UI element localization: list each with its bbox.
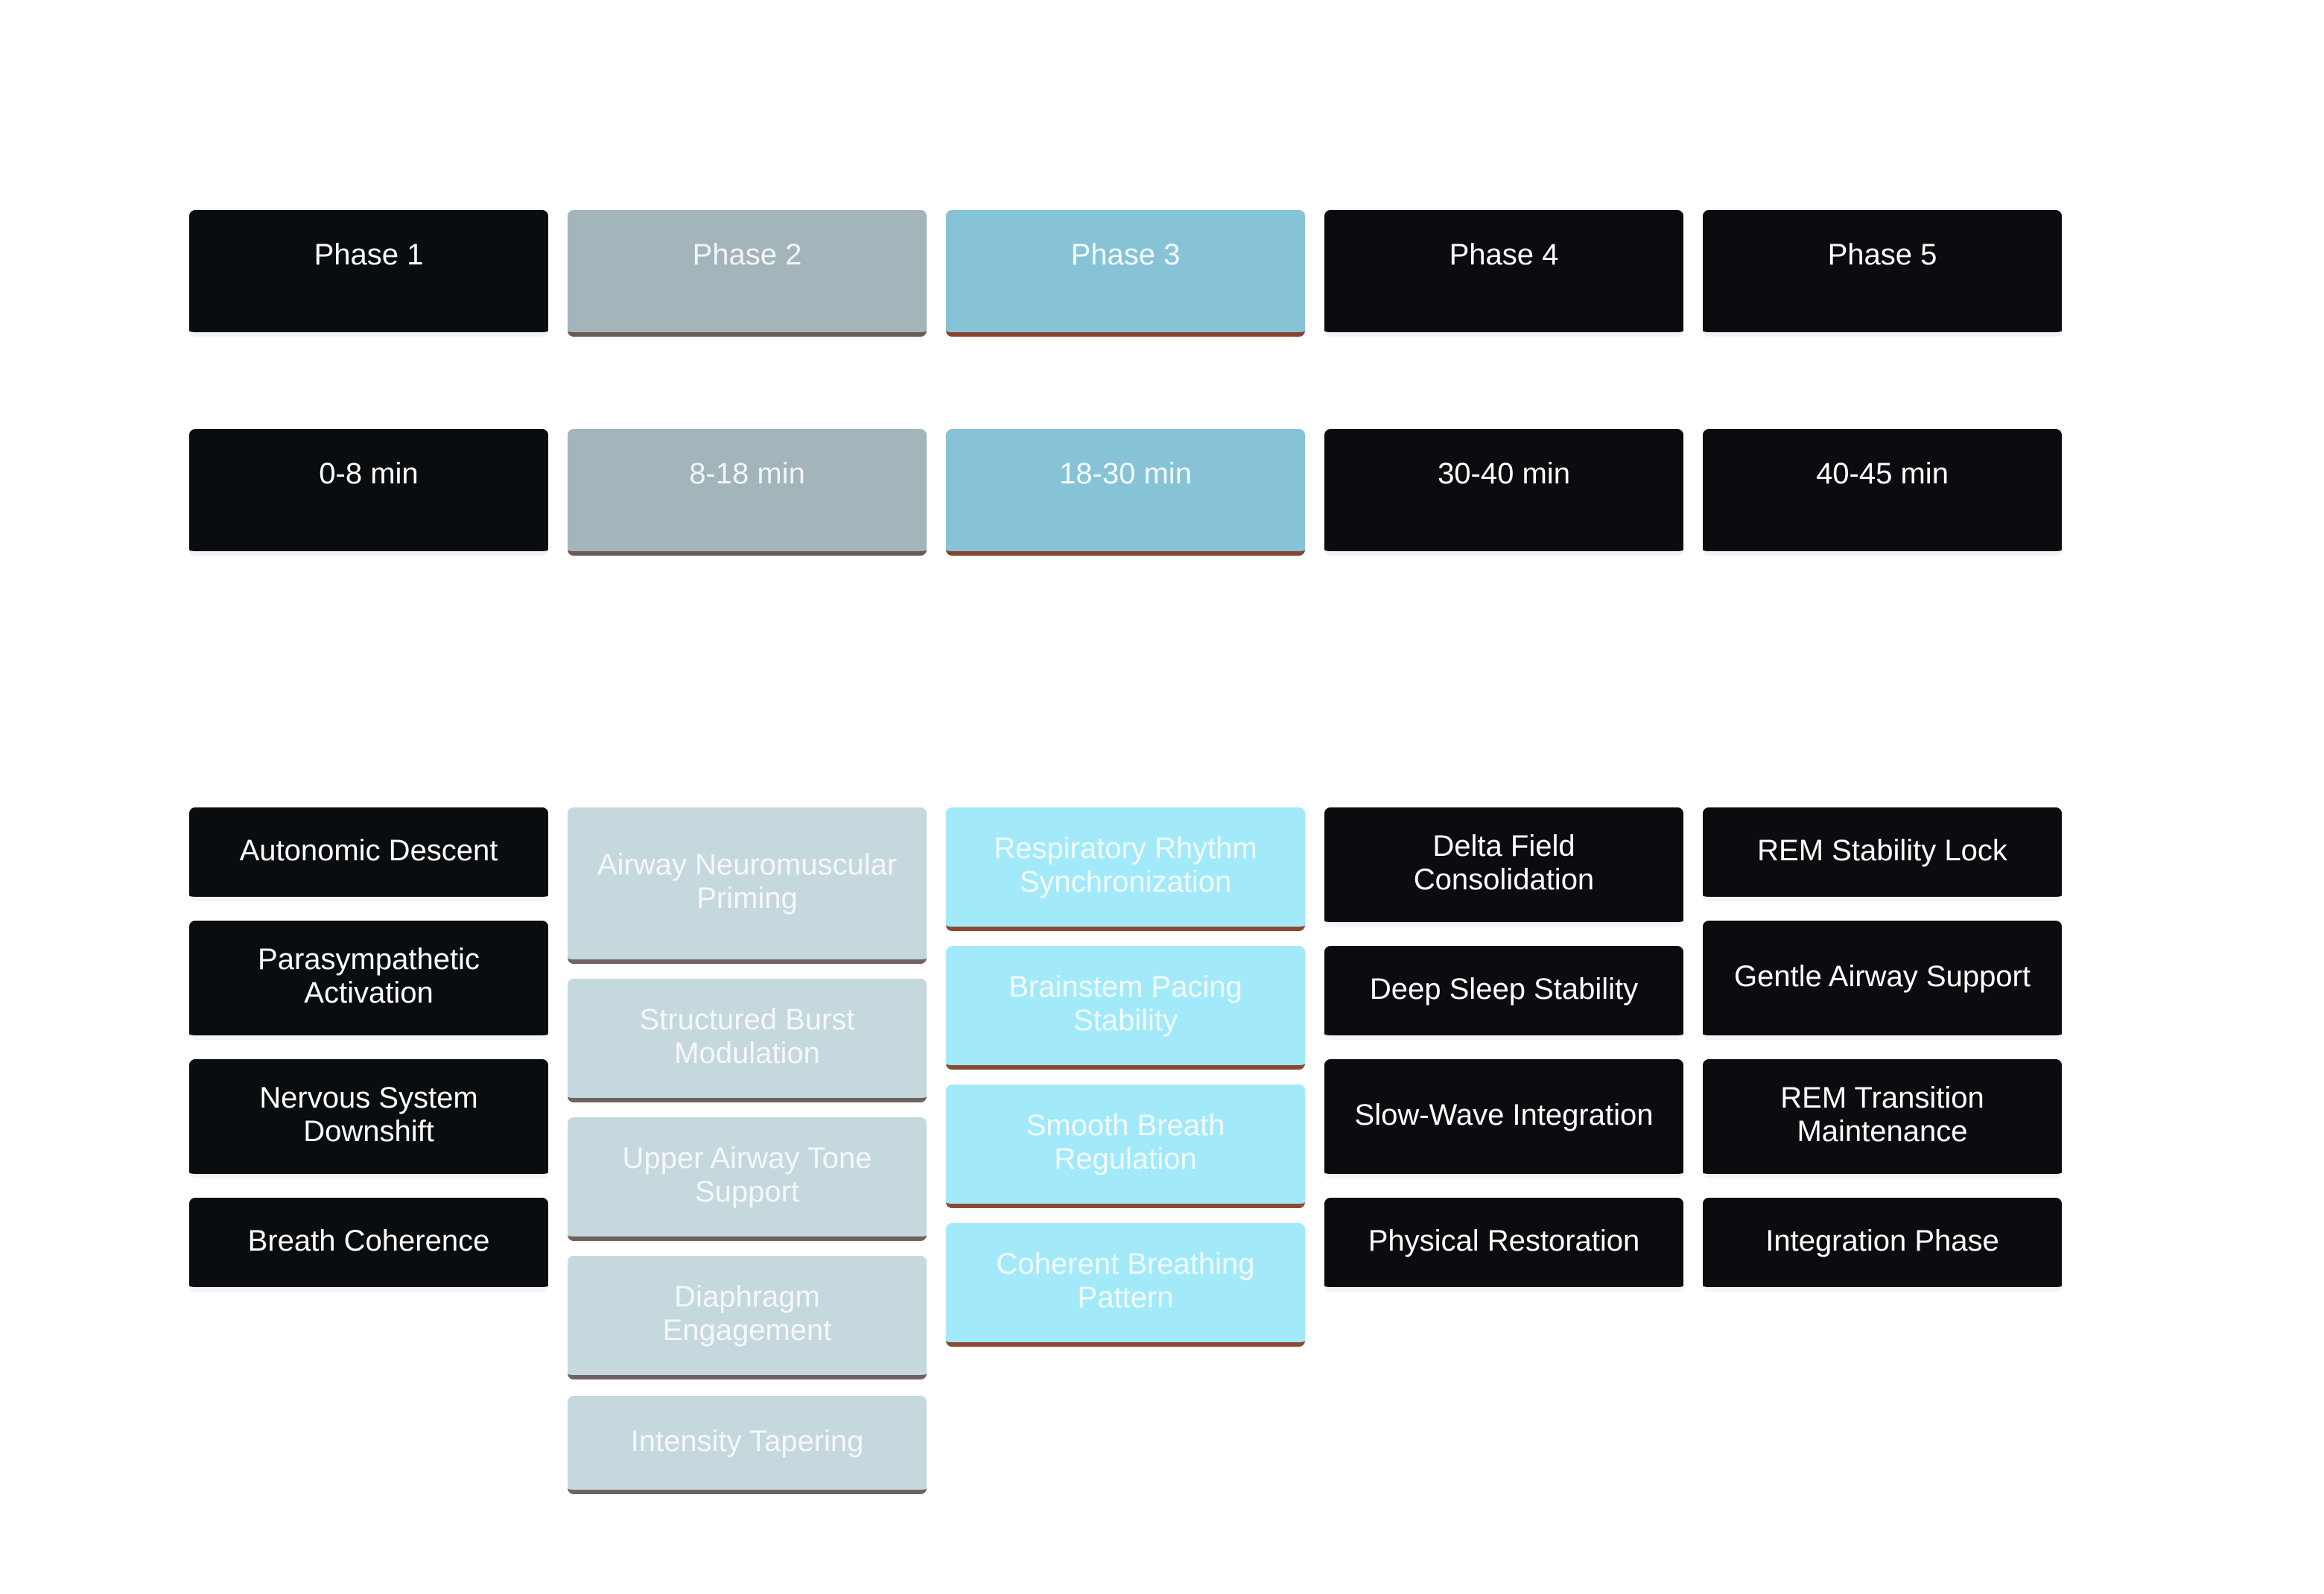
phase-5-header-label: Phase 5: [1827, 238, 1937, 271]
step-rem-transition-maintenance-label: REM Transition Maintenance: [1780, 1082, 1984, 1148]
step-slow-wave-integration-label: Slow-Wave Integration: [1354, 1098, 1654, 1131]
step-airway-neuromuscular-priming: Airway Neuromuscular Priming: [568, 807, 927, 964]
phase-2-time-label: 8-18 min: [689, 457, 805, 490]
step-autonomic-descent: Autonomic Descent: [189, 807, 548, 901]
step-autonomic-descent-label: Autonomic Descent: [239, 833, 498, 867]
step-delta-field-consolidation-label: Delta Field Consolidation: [1413, 830, 1595, 896]
step-integration-phase-label: Integration Phase: [1765, 1224, 1999, 1257]
step-gentle-airway-support-label: Gentle Airway Support: [1734, 959, 2031, 993]
phase-5-header: Phase 5: [1703, 210, 2062, 337]
step-breath-coherence: Breath Coherence: [189, 1198, 548, 1292]
phase-1-header: Phase 1: [189, 210, 548, 337]
step-nervous-system-downshift: Nervous System Downshift: [189, 1059, 548, 1178]
step-upper-airway-tone-support-label: Upper Airway Tone Support: [622, 1142, 872, 1208]
phase-3-header: Phase 3: [946, 210, 1305, 337]
phase-4-time-label: 30-40 min: [1438, 457, 1570, 490]
phase-1-time-label: 0-8 min: [319, 457, 419, 490]
step-intensity-tapering-label: Intensity Tapering: [630, 1424, 864, 1458]
step-structured-burst-modulation-label: Structured Burst Modulation: [639, 1003, 855, 1070]
step-deep-sleep-stability-label: Deep Sleep Stability: [1369, 972, 1639, 1006]
step-intensity-tapering: Intensity Tapering: [568, 1396, 927, 1494]
step-smooth-breath-regulation: Smooth Breath Regulation: [946, 1085, 1305, 1208]
phase-3-header-label: Phase 3: [1070, 238, 1181, 271]
phase-1-header-label: Phase 1: [314, 238, 424, 271]
step-brainstem-pacing-stability: Brainstem Pacing Stability: [946, 946, 1305, 1070]
phase-3-time: 18-30 min: [946, 429, 1305, 556]
phase-4-time: 30-40 min: [1324, 429, 1683, 556]
step-diaphragm-engagement: Diaphragm Engagement: [568, 1256, 927, 1379]
step-breath-coherence-label: Breath Coherence: [247, 1224, 490, 1257]
step-coherent-breathing-pattern-label: Coherent Breathing Pattern: [996, 1248, 1255, 1314]
step-airway-neuromuscular-priming-label: Airway Neuromuscular Priming: [597, 848, 898, 915]
step-delta-field-consolidation: Delta Field Consolidation: [1324, 807, 1683, 927]
step-integration-phase: Integration Phase: [1703, 1198, 2062, 1292]
step-structured-burst-modulation: Structured Burst Modulation: [568, 979, 927, 1102]
phase-2-header: Phase 2: [568, 210, 927, 337]
step-rem-transition-maintenance: REM Transition Maintenance: [1703, 1059, 2062, 1178]
step-brainstem-pacing-stability-label: Brainstem Pacing Stability: [1009, 971, 1242, 1037]
step-nervous-system-downshift-label: Nervous System Downshift: [259, 1082, 478, 1148]
step-smooth-breath-regulation-label: Smooth Breath Regulation: [1026, 1109, 1225, 1175]
step-parasympathetic-activation: Parasympathetic Activation: [189, 921, 548, 1040]
step-deep-sleep-stability: Deep Sleep Stability: [1324, 946, 1683, 1040]
step-physical-restoration-label: Physical Restoration: [1368, 1224, 1640, 1257]
phase-2-time: 8-18 min: [568, 429, 927, 556]
step-diaphragm-engagement-label: Diaphragm Engagement: [662, 1280, 832, 1347]
phase-2-header-label: Phase 2: [692, 238, 802, 271]
step-physical-restoration: Physical Restoration: [1324, 1198, 1683, 1292]
phase-5-time: 40-45 min: [1703, 429, 2062, 556]
step-rem-stability-lock-label: REM Stability Lock: [1757, 833, 2007, 867]
step-upper-airway-tone-support: Upper Airway Tone Support: [568, 1117, 927, 1241]
phase-4-header: Phase 4: [1324, 210, 1683, 337]
step-parasympathetic-activation-label: Parasympathetic Activation: [258, 943, 480, 1009]
step-slow-wave-integration: Slow-Wave Integration: [1324, 1059, 1683, 1178]
phase-3-time-label: 18-30 min: [1059, 457, 1192, 490]
step-respiratory-rhythm-synchronization: Respiratory Rhythm Synchronization: [946, 807, 1305, 931]
phase-5-time-label: 40-45 min: [1816, 457, 1949, 490]
phase-1-time: 0-8 min: [189, 429, 548, 556]
step-respiratory-rhythm-synchronization-label: Respiratory Rhythm Synchronization: [994, 832, 1257, 898]
phase-4-header-label: Phase 4: [1449, 238, 1559, 271]
step-coherent-breathing-pattern: Coherent Breathing Pattern: [946, 1223, 1305, 1347]
step-gentle-airway-support: Gentle Airway Support: [1703, 921, 2062, 1040]
step-rem-stability-lock: REM Stability Lock: [1703, 807, 2062, 901]
